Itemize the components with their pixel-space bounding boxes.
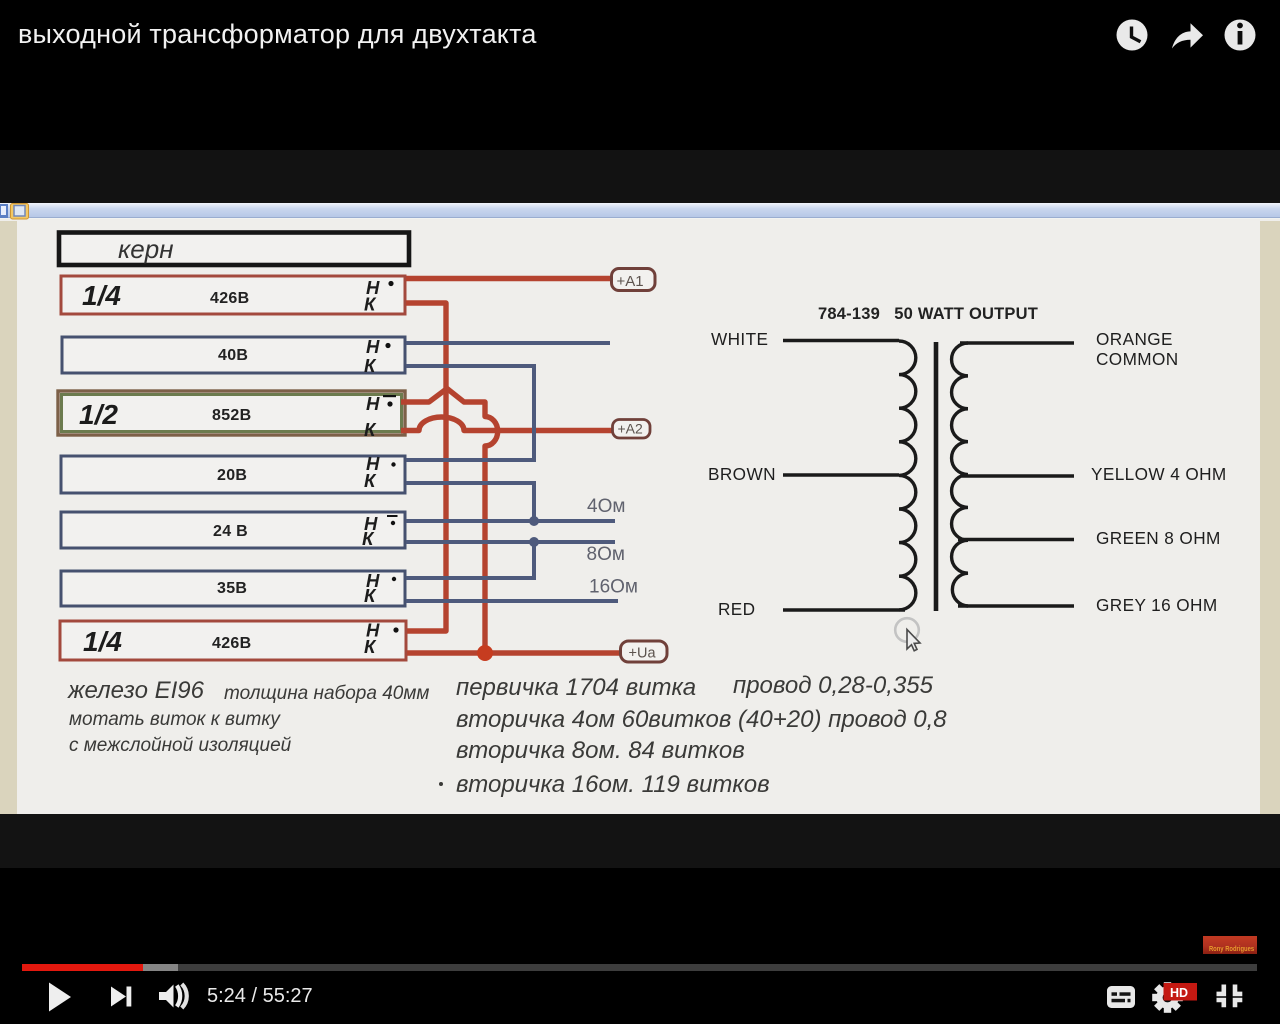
svg-text:К: К: [364, 419, 377, 440]
svg-text:852В: 852В: [212, 407, 251, 424]
svg-text:вторичка 8ом. 84 витков: вторичка 8ом. 84 витков: [456, 737, 745, 764]
svg-text:К: К: [364, 294, 377, 315]
svg-text:К: К: [364, 355, 377, 376]
svg-text:вторичка 16ом. 119 витков: вторичка 16ом. 119 витков: [456, 771, 770, 798]
svg-text:К: К: [364, 636, 377, 657]
svg-text:Н: Н: [366, 453, 380, 474]
svg-text:HD: HD: [1170, 986, 1188, 1000]
svg-text:426В: 426В: [212, 635, 251, 652]
svg-text:железо EI96: железо EI96: [67, 677, 205, 704]
svg-text:35В: 35В: [217, 580, 247, 597]
svg-text:GREEN 8 OHM: GREEN 8 OHM: [1096, 528, 1221, 548]
svg-text:с межслойной изоляцией: с межслойной изоляцией: [69, 735, 292, 756]
svg-text:24 В: 24 В: [213, 523, 248, 540]
svg-text:COMMON: COMMON: [1096, 349, 1179, 369]
svg-text:1/4: 1/4: [83, 626, 122, 657]
svg-text:Н: Н: [366, 620, 380, 641]
svg-text:Н: Н: [364, 513, 378, 534]
svg-text:керн: керн: [118, 234, 174, 264]
svg-text:провод 0,28-0,355: провод 0,28-0,355: [733, 672, 934, 699]
svg-text:1/4: 1/4: [82, 280, 121, 311]
svg-text:+A2: +A2: [618, 421, 644, 437]
svg-text:первичка 1704 витка: первичка 1704 витка: [456, 674, 696, 701]
svg-text:BROWN: BROWN: [708, 464, 776, 484]
svg-text:+A1: +A1: [617, 273, 644, 290]
svg-text:Н: Н: [366, 277, 380, 298]
svg-text:8Ом: 8Ом: [587, 544, 625, 565]
svg-text:16Ом: 16Ом: [589, 577, 638, 598]
svg-text:Н: Н: [366, 570, 380, 591]
svg-text:К: К: [364, 585, 377, 606]
svg-text:GREY 16 OHM: GREY 16 OHM: [1096, 595, 1218, 615]
svg-text:YELLOW 4 OHM: YELLOW 4 OHM: [1091, 464, 1227, 484]
svg-text:К: К: [364, 470, 377, 491]
svg-text:40В: 40В: [218, 347, 248, 364]
svg-text:Н: Н: [366, 336, 380, 357]
svg-text:Н: Н: [366, 393, 380, 414]
svg-text:К: К: [362, 528, 375, 549]
svg-text:толщина набора 40мм: толщина набора 40мм: [224, 683, 429, 704]
svg-text:426В: 426В: [210, 290, 249, 307]
svg-text:RED: RED: [718, 599, 756, 619]
svg-text:784-139 50 WATT OUTPUT: 784-139 50 WATT OUTPUT: [818, 305, 1038, 323]
svg-text:WHITE: WHITE: [711, 329, 768, 349]
svg-text:1/2: 1/2: [79, 399, 118, 430]
svg-text:вторичка 4ом 60витков (40+20): вторичка 4ом 60витков (40+20) провод 0,8: [456, 706, 947, 733]
svg-text:мотать виток к витку: мотать виток к витку: [69, 709, 281, 730]
svg-text:ORANGE: ORANGE: [1096, 329, 1173, 349]
svg-text:20В: 20В: [217, 467, 247, 484]
svg-text:+Ua: +Ua: [629, 646, 657, 662]
svg-text:4Ом: 4Ом: [587, 496, 625, 517]
